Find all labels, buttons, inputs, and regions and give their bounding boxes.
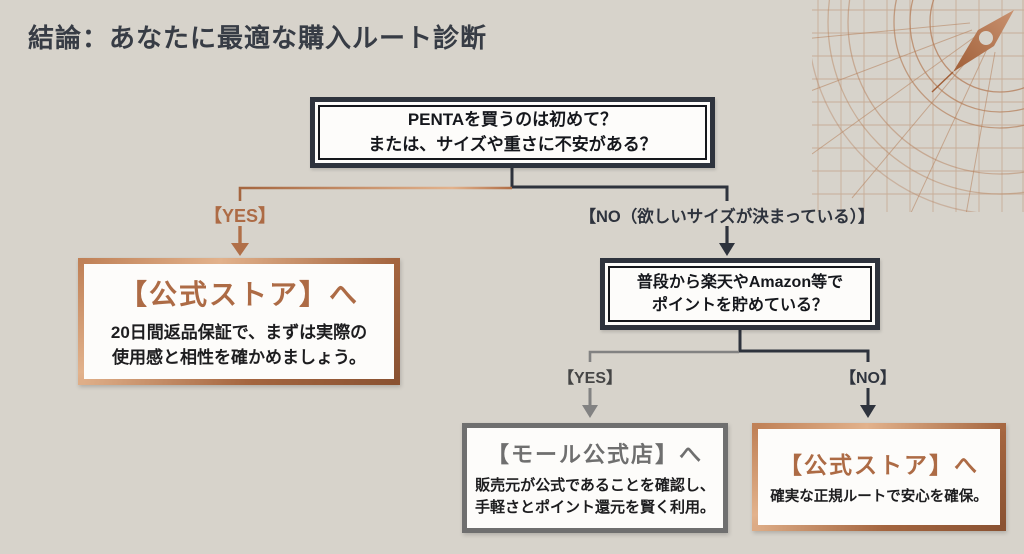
branch-label-yes-1: 【YES】 [203,206,277,226]
question-box-points: 普段から楽天やAmazon等で ポイントを貯めている？ [600,258,880,330]
branch-label-no-2: 【NO】 [839,370,897,387]
result-description: 販売元が公式であることを確認し、 手軽さとポイント還元を賢く利用。 [475,475,715,519]
result-description-line: 手軽さとポイント還元を賢く利用。 [474,499,715,516]
result-title: 【モール公式店】へ [486,442,703,468]
result-box-official-store-main: 【公式ストア】へ 20日間返品保証で、まずは実際の 使用感と相性を確かめましょう… [78,258,400,385]
question-line: または、サイズや重さに不安がある？ [368,134,657,154]
result-description-line: 販売元が公式であることを確認し、 [475,477,715,495]
result-description: 20日間返品保証で、まずは実際の 使用感と相性を確かめましょう。 [111,320,367,371]
branch-label-no-1: 【NO（欲しいサイズが決まっている）】 [579,208,875,226]
compass-ornament-icon [812,0,1024,212]
result-description-line: 20日間返品保証で、まずは実際の [110,322,368,342]
result-title: 【公式ストア】へ [118,278,359,310]
result-description-line: 使用感と相性を確かめましょう。 [112,348,366,367]
branch-label-yes-2: 【YES】 [557,370,623,387]
result-description: 確実な正規ルートで安心を確保。 [770,487,988,507]
question-line: PENTAを買うのは初めて？ [407,109,618,129]
question-box-first-purchase-inner: PENTAを買うのは初めて？ または、サイズや重さに不安がある？ [318,105,707,160]
question-line: ポイントを貯めている？ [651,297,828,314]
question-line: 普段から楽天やAmazon等で [636,273,844,291]
question-box-first-purchase: PENTAを買うのは初めて？ または、サイズや重さに不安がある？ [310,97,715,168]
result-box-mall-official: 【モール公式店】へ 販売元が公式であることを確認し、 手軽さとポイント還元を賢く… [462,423,728,533]
question-box-points-inner: 普段から楽天やAmazon等で ポイントを貯めている？ [608,266,872,322]
result-description-line: 確実な正規ルートで安心を確保。 [770,489,988,506]
result-title: 【公式ストア】へ [779,452,979,479]
page-title: 結論：あなたに最適な購入ルート診断 [28,23,488,53]
result-box-official-store-2: 【公式ストア】へ 確実な正規ルートで安心を確保。 [752,423,1006,531]
